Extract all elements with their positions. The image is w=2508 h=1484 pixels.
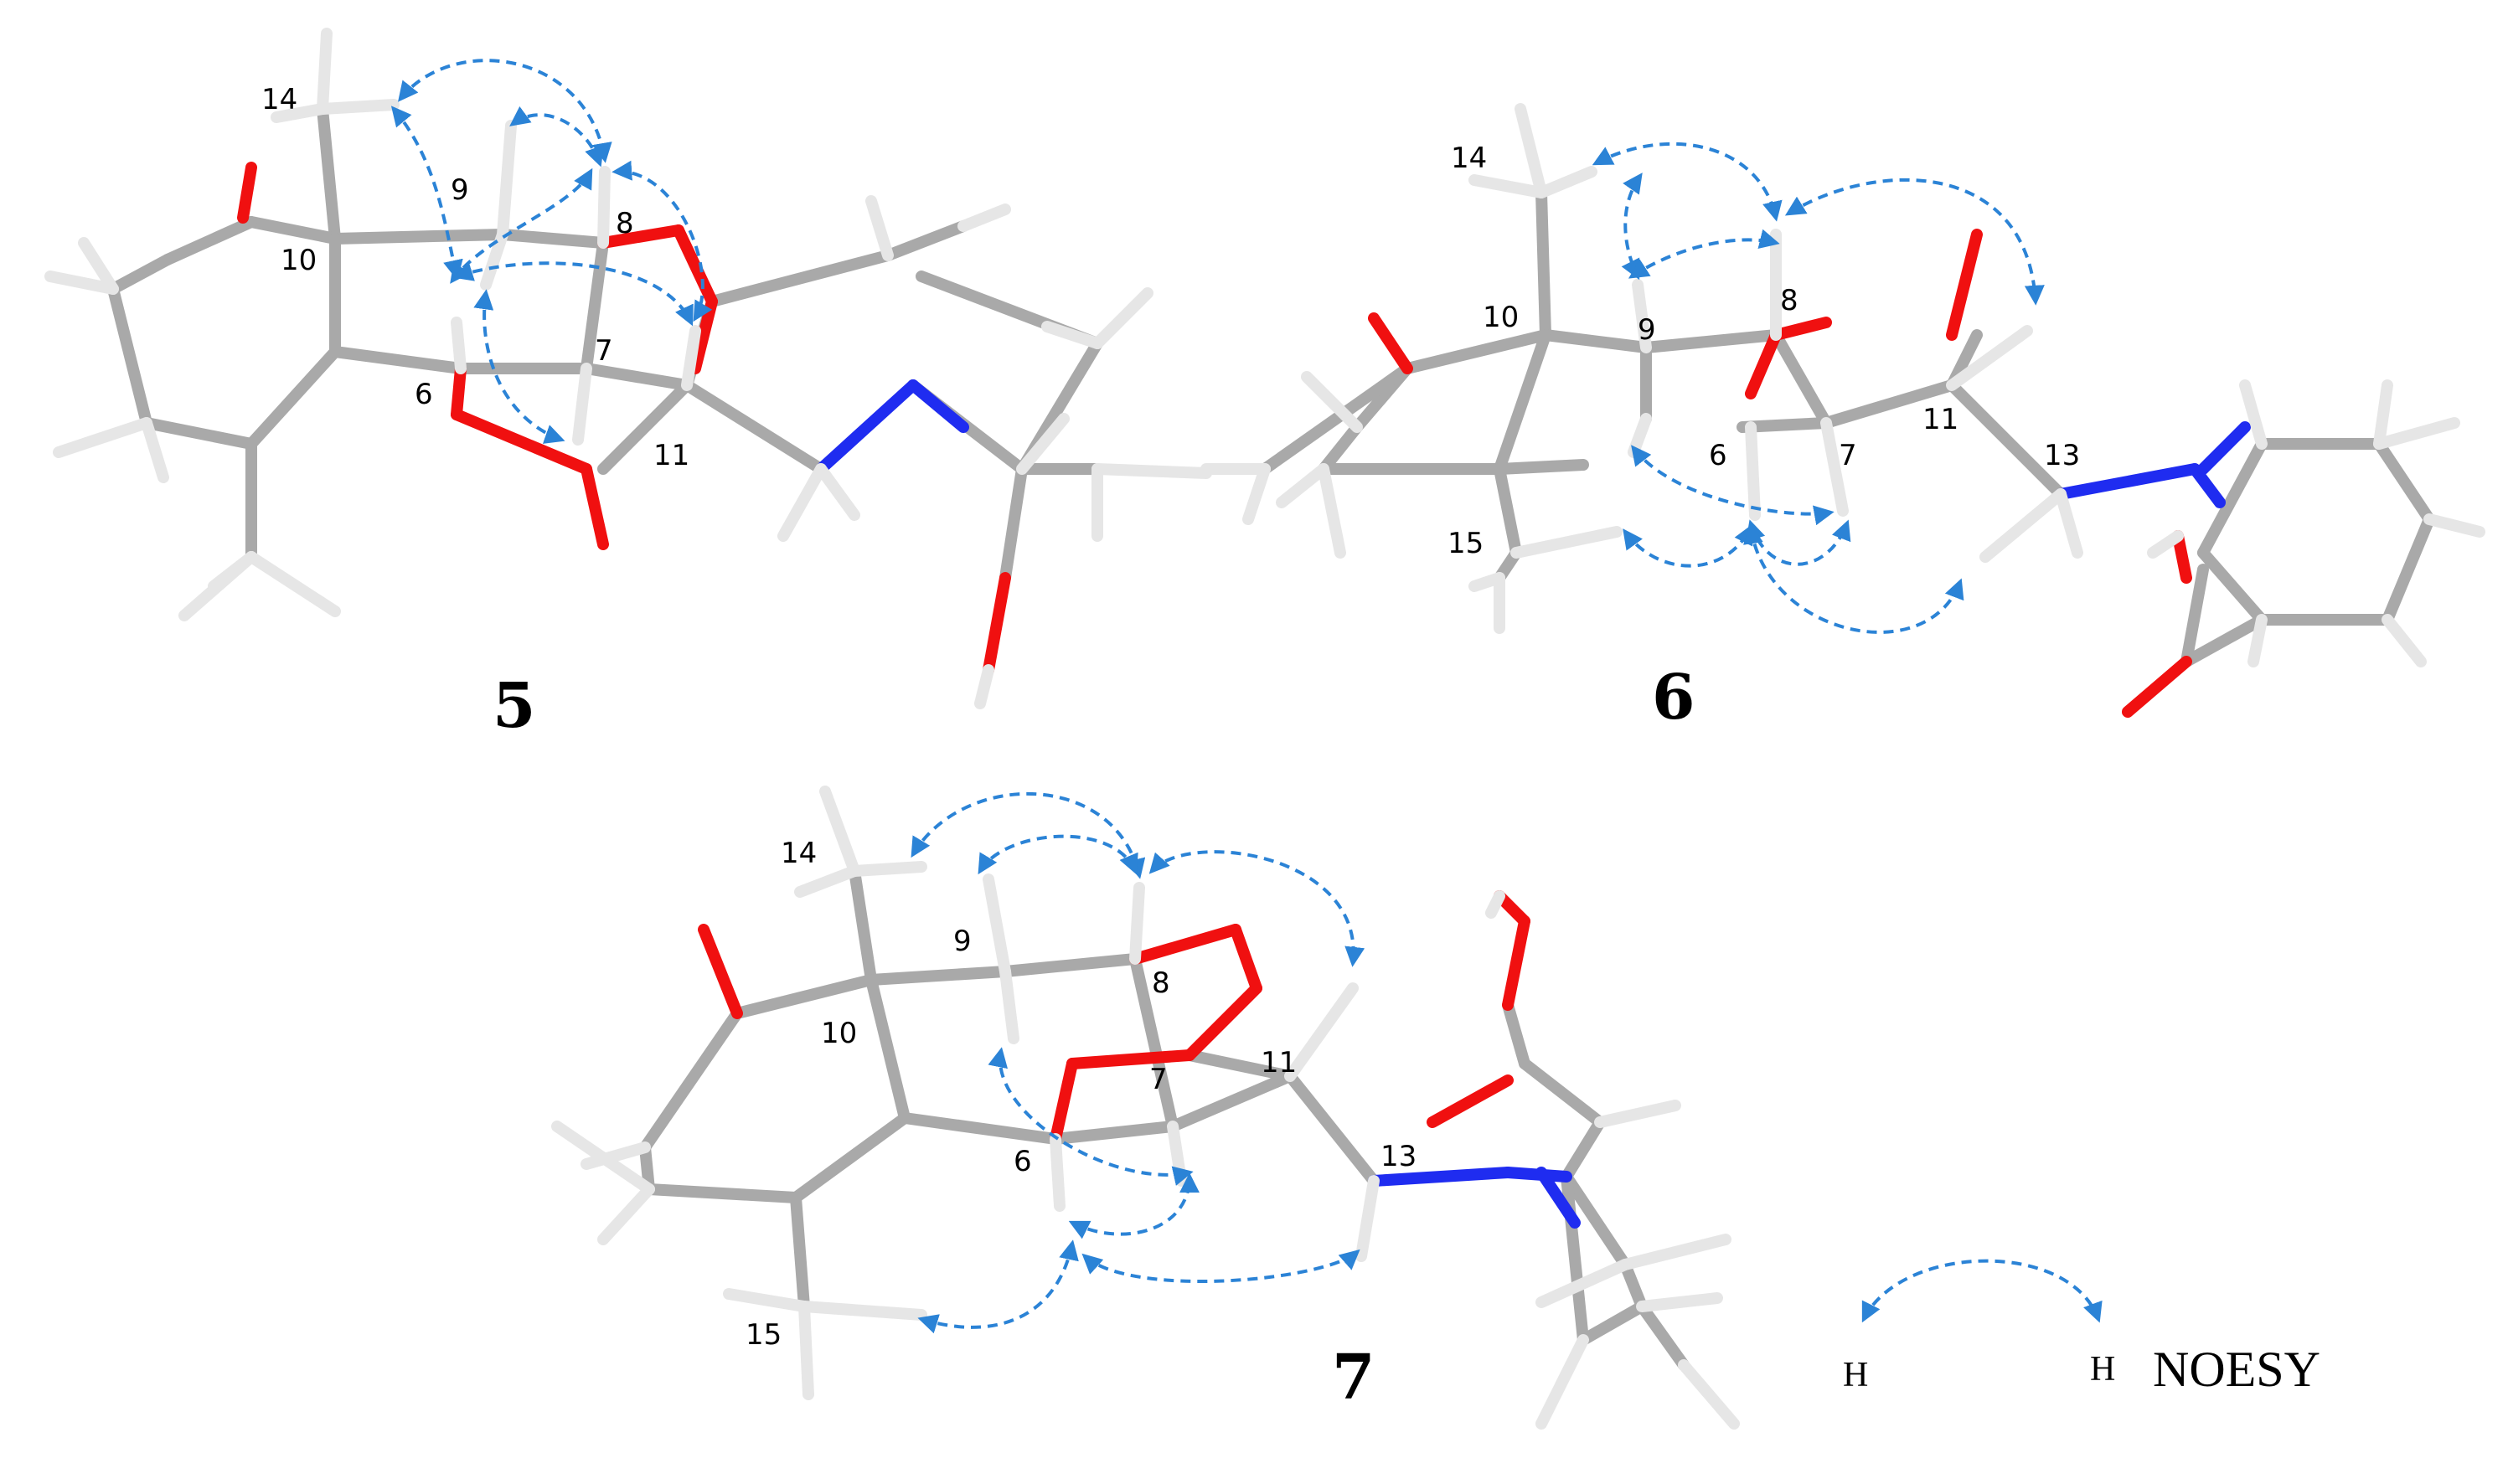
compound-6-atom-labels: 14 10 9 8 6 7 11 13 15: [1448, 142, 2080, 560]
compound-6-noesy-arrows: [1592, 142, 2045, 634]
legend-noesy-label: NOESY: [2153, 1342, 2320, 1397]
atom-label-c5-8: 8: [616, 207, 634, 240]
atom-label-c7-10: 10: [821, 1017, 857, 1050]
compound-5-noesy-arrows: [390, 59, 713, 444]
atom-label-c5-7: 7: [595, 334, 613, 368]
atom-label-c6-9: 9: [1638, 313, 1656, 347]
compound-6-structure: 14 10 9 8 6 7 11 13 15 6: [1200, 103, 2485, 734]
atom-label-c7-11: 11: [1261, 1046, 1297, 1080]
compound-5-atom-labels: 14 9 8 10 7 6 11: [261, 83, 689, 472]
atom-label-c6-15: 15: [1448, 527, 1484, 560]
atom-label-c6-6: 6: [1709, 439, 1727, 472]
compound-7-bonds: [551, 786, 1740, 1430]
atom-label-c6-14: 14: [1451, 142, 1487, 175]
atom-label-c6-10: 10: [1483, 301, 1519, 334]
legend-arrow: [1861, 1259, 2103, 1323]
legend-h-left: H: [1843, 1356, 1868, 1394]
atom-label-c5-10: 10: [281, 244, 317, 277]
noesy-legend: H H NOESY: [1843, 1259, 2320, 1397]
atom-label-c7-7: 7: [1149, 1063, 1168, 1096]
atom-label-c6-7: 7: [1839, 439, 1857, 472]
atom-label-c5-9: 9: [451, 173, 469, 207]
atom-label-c7-15: 15: [746, 1318, 782, 1352]
atom-label-c7-6: 6: [1014, 1145, 1032, 1178]
atom-label-c7-9: 9: [953, 925, 972, 958]
compound-label-6: 6: [1652, 662, 1695, 734]
compound-7-atom-labels: 14 9 8 10 11 7 6 13 15: [746, 837, 1417, 1352]
compound-6-bonds: [1200, 103, 2485, 718]
atom-label-c5-14: 14: [261, 83, 297, 116]
compound-label-7: 7: [1332, 1342, 1375, 1414]
compound-5-bonds: [44, 28, 1212, 709]
compound-7-noesy-arrows: [911, 791, 1365, 1334]
atom-label-c7-13: 13: [1380, 1140, 1417, 1173]
atom-label-c5-11: 11: [653, 439, 689, 472]
compound-5-structure: 14 9 8 10 7 6 11 5: [44, 28, 1212, 742]
compound-label-5: 5: [493, 670, 536, 742]
legend-h-right: H: [2090, 1350, 2115, 1389]
atom-label-c6-11: 11: [1922, 403, 1958, 436]
atom-label-c7-8: 8: [1152, 966, 1170, 1000]
atom-label-c7-14: 14: [781, 837, 817, 870]
compound-7-structure: 14 9 8 10 11 7 6 13 15 7: [551, 786, 1740, 1430]
atom-label-c5-6: 6: [415, 378, 433, 411]
atom-label-c6-13: 13: [2044, 439, 2080, 472]
atom-label-c6-8: 8: [1780, 284, 1798, 317]
